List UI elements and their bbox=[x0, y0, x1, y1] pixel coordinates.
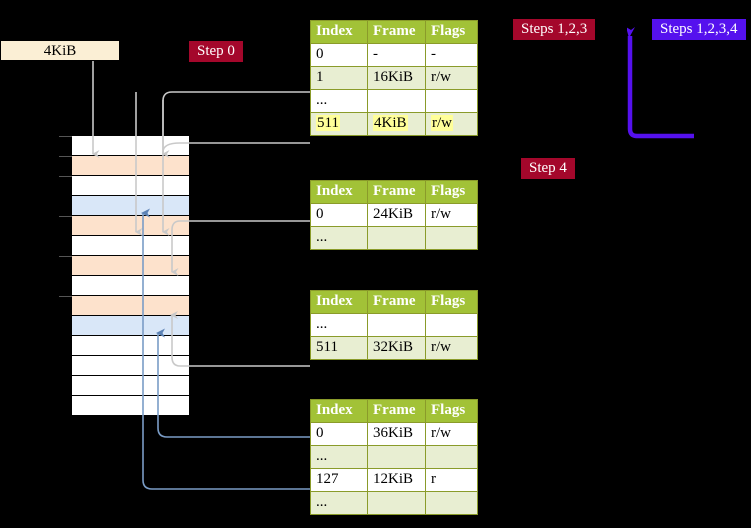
table-cell: 0 bbox=[310, 422, 368, 446]
table-row: 0-- bbox=[310, 43, 478, 67]
table-cell: 511 bbox=[310, 112, 368, 136]
memory-frame-peach bbox=[71, 295, 190, 316]
memory-frame-peach bbox=[71, 215, 190, 236]
step-0-label: Step 0 bbox=[189, 41, 243, 62]
table-cell: - bbox=[367, 43, 426, 67]
table-row: ... bbox=[310, 445, 478, 469]
column-header-frame: Frame bbox=[367, 399, 426, 423]
memory-frame-blue bbox=[71, 315, 190, 336]
table-cell: 36KiB bbox=[367, 422, 426, 446]
memory-frame-white bbox=[71, 235, 190, 256]
table-cell bbox=[425, 491, 478, 515]
memory-frame-white bbox=[71, 275, 190, 296]
steps-1234-label: Steps 1,2,3,4 bbox=[652, 19, 746, 40]
table-row: ... bbox=[310, 313, 478, 337]
table-cell: 0 bbox=[310, 43, 368, 67]
table-cell: ... bbox=[310, 313, 368, 337]
table-cell: r/w bbox=[425, 422, 478, 446]
table-cell: 511 bbox=[310, 336, 368, 360]
memory-frame-peach bbox=[71, 155, 190, 176]
memory-frame-white bbox=[71, 355, 190, 376]
memory-tick bbox=[59, 296, 72, 297]
table-cell bbox=[367, 313, 426, 337]
table-cell: ... bbox=[310, 226, 368, 250]
table-cell bbox=[367, 445, 426, 469]
memory-frame-white bbox=[71, 395, 190, 416]
memory-frame-white bbox=[71, 375, 190, 396]
column-header-flags: Flags bbox=[425, 399, 478, 423]
memory-tick bbox=[59, 136, 72, 137]
highlighted-value: 511 bbox=[316, 115, 340, 131]
table-cell: 12KiB bbox=[367, 468, 426, 492]
memory-frame-peach bbox=[71, 255, 190, 276]
table-cell: 16KiB bbox=[367, 66, 426, 90]
table-cell: r/w bbox=[425, 203, 478, 227]
table-cell bbox=[425, 445, 478, 469]
table-row: ... bbox=[310, 491, 478, 515]
column-header-frame: Frame bbox=[367, 290, 426, 314]
memory-tick bbox=[59, 156, 72, 157]
table-cell bbox=[367, 226, 426, 250]
table-cell bbox=[425, 313, 478, 337]
table-cell: 0 bbox=[310, 203, 368, 227]
column-header-flags: Flags bbox=[425, 180, 478, 204]
column-header-frame: Frame bbox=[367, 20, 426, 44]
memory-frame-white bbox=[71, 175, 190, 196]
table-cell bbox=[425, 226, 478, 250]
table-cell: 24KiB bbox=[367, 203, 426, 227]
table-cell: ... bbox=[310, 491, 368, 515]
memory-tick bbox=[59, 176, 72, 177]
table-cell: ... bbox=[310, 89, 368, 113]
column-header-index: Index bbox=[310, 290, 368, 314]
table-cell: r bbox=[425, 468, 478, 492]
column-header-index: Index bbox=[310, 180, 368, 204]
column-header-index: Index bbox=[310, 399, 368, 423]
memory-frame-white bbox=[71, 335, 190, 356]
table-row: ... bbox=[310, 89, 478, 113]
column-header-flags: Flags bbox=[425, 290, 478, 314]
highlighted-value: 4KiB bbox=[373, 115, 408, 131]
table-cell: 1 bbox=[310, 66, 368, 90]
table-cell bbox=[367, 491, 426, 515]
steps-123-label: Steps 1,2,3 bbox=[513, 19, 596, 40]
table-cell: ... bbox=[310, 445, 368, 469]
table-cell: - bbox=[425, 43, 478, 67]
frame-4kib-box: 4KiB bbox=[0, 40, 120, 61]
column-header-frame: Frame bbox=[367, 180, 426, 204]
column-header-index: Index bbox=[310, 20, 368, 44]
table-row: 511 4KiB r/w bbox=[310, 112, 478, 136]
step-4-label: Step 4 bbox=[521, 158, 575, 179]
memory-tick bbox=[59, 216, 72, 217]
table-cell bbox=[367, 89, 426, 113]
table-cell: 32KiB bbox=[367, 336, 426, 360]
column-header-flags: Flags bbox=[425, 20, 478, 44]
table-cell: 4KiB bbox=[367, 112, 426, 136]
table-cell: r/w bbox=[425, 66, 478, 90]
memory-tick bbox=[59, 256, 72, 257]
memory-frame-blue bbox=[71, 195, 190, 216]
memory-frame-white bbox=[71, 135, 190, 156]
physical-memory-column bbox=[71, 135, 190, 416]
table-cell bbox=[425, 89, 478, 113]
table-cell: r/w bbox=[425, 336, 478, 360]
table-cell: 127 bbox=[310, 468, 368, 492]
table-cell: r/w bbox=[425, 112, 478, 136]
highlighted-value: r/w bbox=[431, 115, 453, 131]
table-row: ... bbox=[310, 226, 478, 250]
